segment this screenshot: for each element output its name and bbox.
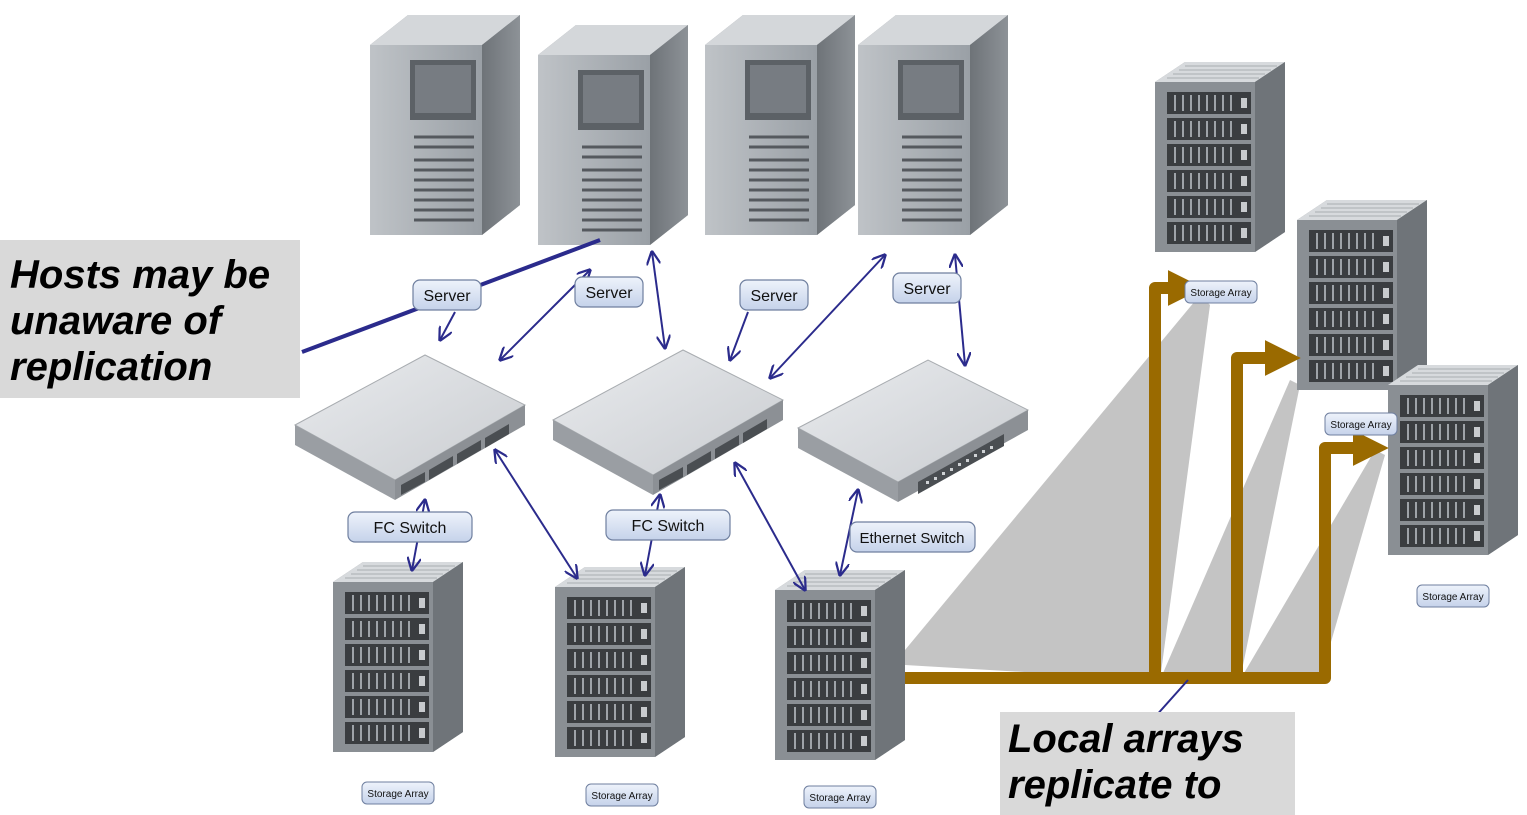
callout-local-line-1: Local arrays	[1008, 717, 1244, 761]
svg-text:Storage Array: Storage Array	[1422, 592, 1483, 603]
server-2	[536, 23, 690, 247]
callout-local-line-2: replicate to	[1008, 763, 1222, 807]
arrow-fcswitch2-storage3	[735, 463, 805, 590]
server-label-1: Server	[412, 279, 482, 311]
replication-path	[905, 270, 1389, 684]
server-label-4: Server	[892, 272, 962, 304]
svg-text:Server: Server	[423, 288, 471, 305]
replication-trunk	[905, 430, 1389, 684]
svg-text:Server: Server	[750, 288, 798, 305]
remote-storage-label-2: Storage Array	[1324, 412, 1398, 436]
storage-array-3	[774, 569, 906, 761]
server-1	[368, 13, 522, 237]
svg-text:Server: Server	[903, 281, 951, 298]
svg-text:FC Switch: FC Switch	[632, 518, 705, 535]
fc-switch-label-1: FC Switch	[347, 511, 473, 543]
svg-text:Storage Array: Storage Array	[1190, 288, 1251, 299]
replication-branch-1	[1149, 270, 1204, 678]
storage-label-2: Storage Array	[585, 783, 659, 807]
callout-local-arrays: Local arrays replicate to	[1000, 712, 1295, 815]
storage-label-1: Storage Array	[361, 781, 435, 805]
svg-text:Ethernet Switch: Ethernet Switch	[859, 530, 964, 547]
svg-text:Server: Server	[585, 285, 633, 302]
remote-storage-label-1: Storage Array	[1184, 280, 1258, 304]
replication-branch-2	[1231, 340, 1301, 678]
arrow-server1-fcswitch1	[440, 311, 456, 340]
svg-text:Storage Array: Storage Array	[591, 791, 652, 802]
arrow-server4-fcswitch2	[770, 255, 885, 378]
storage-array-1	[332, 561, 464, 753]
callout-hosts-line-2: unaware of	[10, 299, 222, 343]
arrow-fcswitch1-storage2	[495, 450, 577, 578]
fc-switch-label-2: FC Switch	[605, 509, 731, 541]
remote-storage-array-1	[1154, 61, 1286, 253]
svg-text:Storage Array: Storage Array	[809, 793, 870, 804]
svg-text:FC Switch: FC Switch	[374, 520, 447, 537]
arrow-server3-fcswitch2	[730, 311, 749, 360]
callout-hosts-unaware: Hosts may be unaware of replication	[0, 240, 300, 398]
replication-shadow-2	[1160, 380, 1300, 680]
fc-switch-2	[552, 349, 784, 496]
arrow-ethswitch-storage3	[840, 490, 858, 575]
remote-storage-label-3: Storage Array	[1416, 584, 1490, 608]
storage-label-3: Storage Array	[803, 785, 877, 809]
remote-storage-array-2	[1296, 199, 1428, 391]
replication-shadows	[905, 295, 1385, 680]
svg-text:Storage Array: Storage Array	[367, 789, 428, 800]
arrow-server2-fcswitch2	[652, 252, 665, 348]
ethernet-switch	[797, 359, 1029, 503]
server-label-3: Server	[739, 279, 809, 311]
callout-hosts-line-1: Hosts may be	[10, 253, 271, 297]
server-3	[703, 13, 857, 237]
replication-shadow-1	[905, 295, 1210, 680]
server-label-2: Server	[574, 276, 644, 308]
arrow-server4-ethswitch	[955, 255, 965, 365]
ethernet-switch-label: Ethernet Switch	[849, 521, 976, 553]
fc-switch-1	[294, 354, 526, 501]
storage-array-2	[554, 566, 686, 758]
remote-storage-array-3	[1387, 364, 1519, 556]
server-4	[856, 13, 1010, 237]
callout-hosts-line-3: replication	[10, 345, 213, 389]
svg-text:Storage Array: Storage Array	[1330, 420, 1391, 431]
replication-shadow-3	[1240, 450, 1385, 680]
